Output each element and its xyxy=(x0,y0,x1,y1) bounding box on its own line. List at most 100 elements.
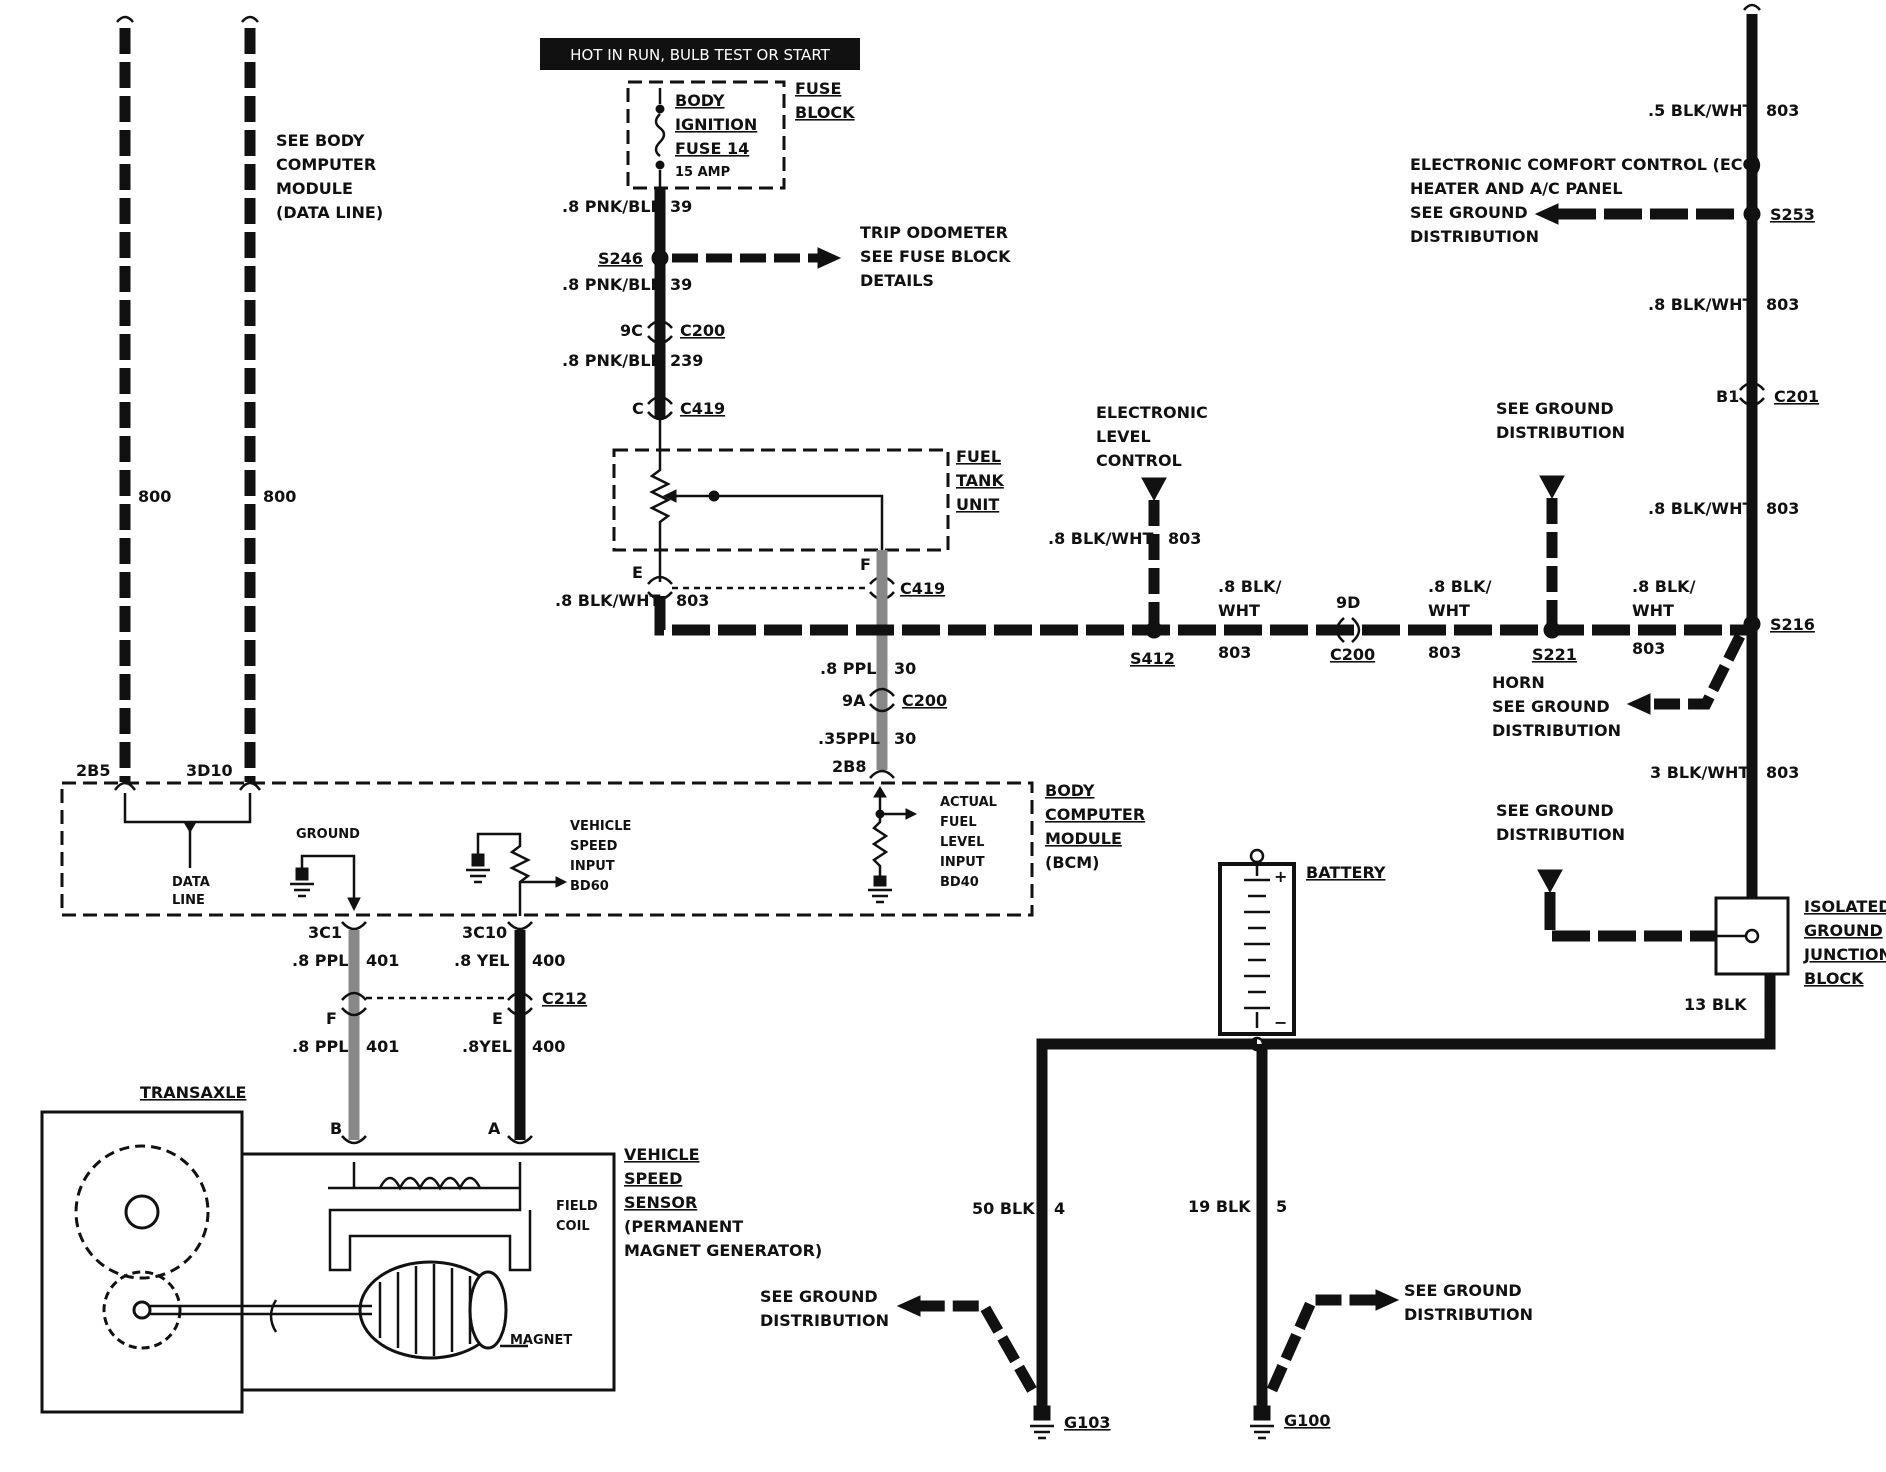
connector-3d10 xyxy=(238,781,262,791)
wire-803-bus xyxy=(654,596,1752,636)
wire-39-ckt: 39 xyxy=(670,197,692,216)
g100-see-ground2: DISTRIBUTION xyxy=(1404,1305,1533,1324)
battery-minus: − xyxy=(1274,1013,1287,1032)
trunk-top-gauge: .5 BLK/WHT xyxy=(1648,101,1753,120)
seg3-ckt: 803 xyxy=(1632,639,1665,658)
bcm-label4: (BCM) xyxy=(1045,853,1099,872)
elc-line2: LEVEL xyxy=(1096,427,1151,446)
vss-label4: (PERMANENT xyxy=(624,1217,743,1236)
ecc-arrow xyxy=(1534,203,1559,225)
bcm-data-line-bus xyxy=(123,793,252,824)
fuel-input-line4: INPUT xyxy=(940,855,985,870)
fuel-tank-wiper xyxy=(672,494,884,550)
horn-line2: SEE GROUND xyxy=(1492,697,1610,716)
see-bcm-line2: COMPUTER xyxy=(276,155,376,174)
c212-label: C212 xyxy=(542,989,587,1008)
wire-g100-distribution xyxy=(1266,1294,1376,1393)
wire-400b-gauge: .8YEL xyxy=(462,1037,512,1056)
fuse-block-label1: FUSE xyxy=(795,79,841,98)
vss-shaft xyxy=(150,1304,372,1316)
fuse-top-node xyxy=(655,104,665,114)
trip-odometer-line3: DETAILS xyxy=(860,271,934,290)
wire-g103-distribution xyxy=(920,1300,1037,1393)
magnet-face xyxy=(468,1270,508,1350)
wire-5-ckt: 5 xyxy=(1276,1197,1287,1216)
wire-horn-ground xyxy=(1650,633,1745,710)
bcm-ground-path xyxy=(300,854,356,906)
fuel-tank-wiper-arrow xyxy=(662,489,677,503)
c200-9d-pin: 9D xyxy=(1336,593,1360,612)
magnet-label: MAGNET xyxy=(510,1333,572,1348)
bcm-fuel-ground-icon xyxy=(868,888,892,904)
g100-label: G100 xyxy=(1284,1411,1331,1430)
connector-c212-f xyxy=(341,991,367,1017)
splice-s221 xyxy=(1543,621,1561,639)
isolated-see-ground1: SEE GROUND xyxy=(1496,801,1614,820)
c201-pin: B1 xyxy=(1716,387,1739,406)
bcm-vss-node xyxy=(471,853,485,867)
fuel-input-line3: LEVEL xyxy=(940,835,984,850)
wire-isolated-ground xyxy=(1544,892,1716,942)
wire-30b-ckt: 30 xyxy=(894,729,916,748)
hot-in-run-banner xyxy=(540,38,860,70)
see-bcm-line3: MODULE xyxy=(276,179,353,198)
seg2-ckt: 803 xyxy=(1428,643,1461,662)
g103-distribution-arrow xyxy=(896,1295,921,1317)
transaxle-vss: TRANSAXLE MAGNET FIELD COIL VEHICLE SPEE… xyxy=(40,1083,822,1414)
fuel-level-signal: .8 PPL 30 9A C200 .35PPL 30 2B8 xyxy=(818,550,947,779)
bcm-vss-ground-icon xyxy=(466,868,490,884)
data-line-arrow xyxy=(183,821,197,833)
hot-in-run-text: HOT IN RUN, BULB TEST OR START xyxy=(570,46,830,64)
s221-see-ground1: SEE GROUND xyxy=(1496,399,1614,418)
bcm-ground-node xyxy=(295,867,309,881)
battery-plus: + xyxy=(1274,867,1287,886)
connector-3c10 xyxy=(507,921,533,931)
trunk-mid-ckt: 803 xyxy=(1766,295,1799,314)
connector-vss-a xyxy=(507,1135,533,1145)
seg2-gauge1: .8 BLK/ xyxy=(1428,577,1492,596)
isolated-label1: ISOLATED xyxy=(1804,897,1886,916)
isolated-label3: JUNCTION xyxy=(1803,945,1886,964)
ignition-feed: HOT IN RUN, BULB TEST OR START BODY IGNI… xyxy=(540,38,1011,421)
wire-401b-gauge: .8 PPL xyxy=(292,1037,348,1056)
g103-ground-icon xyxy=(1030,1424,1054,1440)
small-gear xyxy=(102,1270,182,1350)
battery-positive-terminal xyxy=(1249,848,1265,864)
c419-c-pin: C xyxy=(632,399,644,418)
pin-3c1-label: 3C1 xyxy=(308,923,342,942)
vss-pin-a: A xyxy=(488,1119,501,1138)
isolated-label2: GROUND xyxy=(1804,921,1883,940)
wire-239-gauge: .8 PNK/BLK xyxy=(562,351,664,370)
bcm-fuel-resistor xyxy=(871,790,889,880)
c200-9a-pin: 9A xyxy=(842,691,866,710)
e-wire-gauge: .8 BLK/WHT xyxy=(555,591,660,610)
wire-400-gauge: .8 YEL xyxy=(454,951,510,970)
small-gear-hub xyxy=(132,1300,152,1320)
connector-c201 xyxy=(1739,381,1765,407)
splice-s412 xyxy=(1145,621,1163,639)
pin-3c10-label: 3C10 xyxy=(462,923,507,942)
wire-30b-gauge: .35PPL xyxy=(818,729,880,748)
bcm-ground-label: GROUND xyxy=(296,827,360,842)
connector-c200-9c xyxy=(647,319,673,345)
c200-9d-label: C200 xyxy=(1330,645,1375,664)
c419-bottom-label: C419 xyxy=(900,579,945,598)
data-line-wires: 800 800 SEE BODY COMPUTER MODULE (DATA L… xyxy=(76,15,383,791)
fuel-input-line1: ACTUAL xyxy=(940,795,997,810)
data-line-label1: DATA xyxy=(172,875,210,890)
connector-c200-9d xyxy=(1335,617,1361,643)
s412-label: S412 xyxy=(1130,649,1175,668)
vss-housing xyxy=(240,1152,616,1392)
splice-s216 xyxy=(1743,615,1761,633)
elc-line1: ELECTRONIC xyxy=(1096,403,1208,422)
wire-6-ckt: 6 xyxy=(1764,993,1775,1012)
fuel-tank-unit: FUEL TANK UNIT E F C419 .8 BLK/WHT 803 xyxy=(555,418,1004,610)
transaxle-box xyxy=(40,1110,244,1414)
s253-label: S253 xyxy=(1770,205,1815,224)
c212-pin-f: F xyxy=(326,1009,337,1028)
vss-label2: SPEED xyxy=(624,1169,682,1188)
wire-4-ckt: 4 xyxy=(1054,1199,1065,1218)
elc-arrow xyxy=(1141,477,1167,502)
c200-9a-label: C200 xyxy=(902,691,947,710)
